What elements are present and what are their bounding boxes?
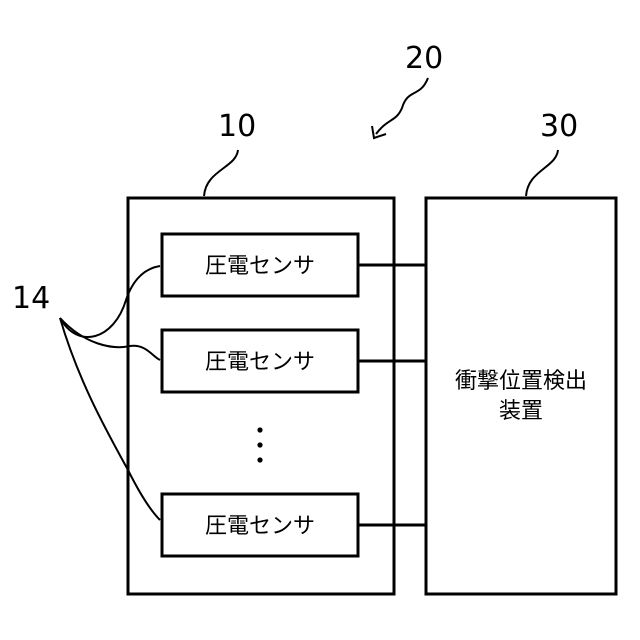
ellipsis-dots <box>257 427 262 462</box>
arrow-20-leader <box>376 78 428 134</box>
piezo-sensor-1-label: 圧電センサ <box>205 254 315 279</box>
leader-14-sensor-2 <box>60 318 160 360</box>
label-30: 30 <box>540 109 578 144</box>
label-10: 10 <box>218 109 256 144</box>
leader-14-sensor-1 <box>60 266 160 337</box>
piezo-sensor-1: 圧電センサ <box>162 234 358 296</box>
detector-box <box>426 198 616 594</box>
label-14: 14 <box>12 281 50 316</box>
detector-label-line1: 衝撃位置検出 <box>455 369 587 394</box>
piezo-sensor-2-label: 圧電センサ <box>205 350 315 375</box>
piezo-sensor-2: 圧電センサ <box>162 330 358 392</box>
piezo-sensor-3-label: 圧電センサ <box>205 514 315 539</box>
label-20: 20 <box>405 41 443 76</box>
leader-30 <box>526 150 558 196</box>
leader-10 <box>204 150 238 196</box>
arrow-20-head <box>372 126 386 138</box>
piezo-sensor-3: 圧電センサ <box>162 494 358 556</box>
detector-label-line2: 装置 <box>499 399 543 424</box>
